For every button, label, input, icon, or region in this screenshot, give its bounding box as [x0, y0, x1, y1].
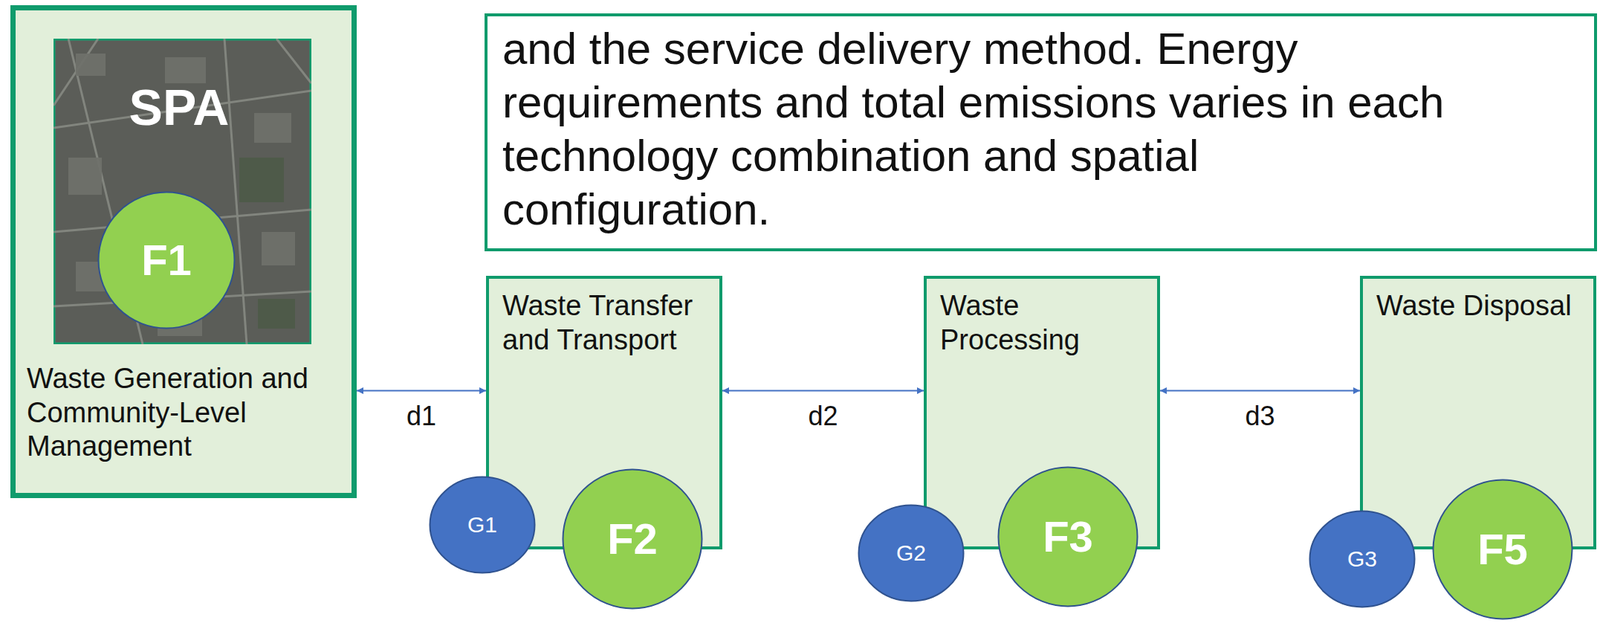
circle-label: F1 — [141, 238, 192, 282]
stage-panel: F1Waste Generation and Community-Level M… — [10, 5, 357, 498]
circle-label: F3 — [1042, 515, 1094, 559]
distance-label: d3 — [1244, 402, 1275, 430]
box-text: and the service delivery method. Energy … — [502, 22, 1469, 237]
circle-label: G3 — [1347, 547, 1378, 570]
circle-label: G2 — [896, 541, 926, 565]
box-text: Waste Transfer and Transport — [502, 289, 706, 357]
circle-shape — [998, 467, 1138, 607]
indicator-circle: F5 — [1432, 478, 1574, 620]
circle-shape — [563, 469, 703, 609]
flow-arrow — [1160, 390, 1360, 392]
note-box: and the service delivery method. Energy … — [484, 13, 1598, 252]
indicator-circle: F2 — [561, 468, 704, 610]
group-circle: G2 — [857, 503, 965, 602]
circle-shape — [859, 505, 964, 602]
distance-label: d2 — [807, 402, 838, 430]
indicator-circle: F3 — [997, 465, 1139, 608]
box-text: Waste Generation and Community-Level Man… — [26, 361, 347, 464]
indicator-circle: F1 — [97, 190, 236, 330]
flow-arrow — [356, 390, 487, 392]
distance-label: d1 — [406, 402, 437, 430]
circle-shape — [98, 192, 235, 329]
area-label: SPA — [129, 81, 230, 133]
circle-label: G1 — [467, 513, 498, 536]
circle-shape — [430, 477, 536, 573]
circle-label: F2 — [607, 517, 658, 561]
circle-label: F5 — [1477, 527, 1528, 571]
circle-shape — [1433, 480, 1573, 620]
group-circle: G3 — [1308, 509, 1416, 608]
circle-shape — [1310, 511, 1415, 608]
flow-arrow — [722, 390, 924, 392]
group-circle: G1 — [428, 475, 536, 574]
box-text: Waste Disposal — [1376, 289, 1580, 324]
box-text: Waste Processing — [940, 289, 1144, 357]
